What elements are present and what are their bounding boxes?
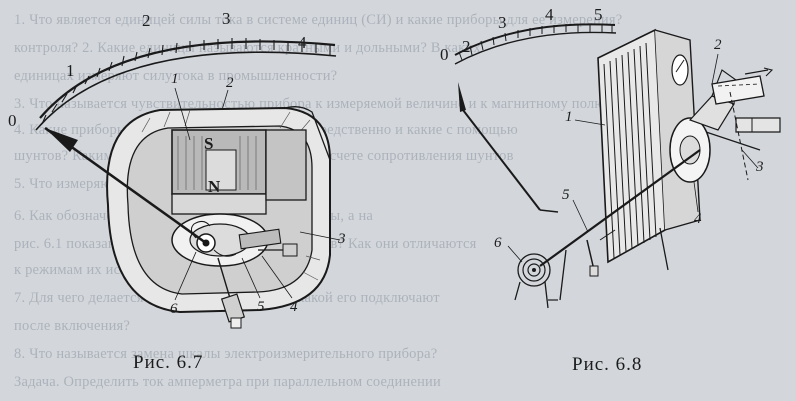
part-label-6-b: 6 [494, 235, 502, 251]
part-leaders [174, 87, 341, 301]
spiral-spring [514, 253, 558, 309]
pointer-needle [44, 126, 207, 245]
figure-6-7-caption: Рис. 6.7 [133, 352, 204, 373]
scale-mark-4: 4 [298, 33, 307, 52]
scale-arc [35, 38, 337, 131]
part-label-1: 1 [171, 71, 179, 87]
scale-mark-3-b: 3 [498, 13, 507, 32]
pole-pieces [171, 129, 307, 215]
scale-mark-3: 3 [222, 9, 231, 28]
scale-mark-0: 0 [8, 111, 17, 130]
scale-mark-4-b: 4 [545, 5, 554, 24]
part-label-2: 2 [226, 75, 234, 91]
part-label-5: 5 [257, 299, 265, 315]
part-leaders-2 [507, 53, 759, 263]
scale-mark-2-b: 2 [462, 37, 471, 56]
scale-mark-1: 1 [66, 61, 75, 80]
scale-mark-5-b: 5 [594, 5, 603, 24]
figure-6-8-caption: Рис. 6.8 [572, 354, 643, 375]
pole-label-s: S [204, 134, 214, 153]
part-label-1-b: 1 [565, 109, 573, 125]
part-label-2-b: 2 [714, 37, 722, 53]
scale-mark-0-b: 0 [440, 45, 449, 64]
moving-core [669, 69, 737, 183]
scale-arc-2 [454, 23, 617, 65]
part-label-5-b: 5 [562, 187, 570, 203]
background-line: единицах измеряют силу тока в промышленн… [14, 68, 338, 84]
background-line: после включения? [14, 318, 131, 334]
air-damper [705, 67, 781, 181]
pointer-needle-2 [458, 82, 559, 213]
terminals [217, 243, 298, 329]
background-line: 8. Что называется замена шкалы электроиз… [14, 346, 438, 362]
part-label-4: 4 [290, 299, 298, 315]
background-line: контроля? 2. Какие единицы называются кр… [14, 40, 481, 56]
part-label-6: 6 [170, 301, 178, 317]
axle [539, 149, 701, 301]
background-line: Задача. Определить ток амперметра при па… [14, 374, 441, 390]
background-line: 1. Что является единицей силы тока в сис… [14, 12, 623, 28]
part-label-3-b: 3 [756, 159, 764, 175]
part-label-4-b: 4 [694, 211, 702, 227]
part-label-3: 3 [338, 231, 346, 247]
scale-mark-2: 2 [142, 11, 151, 30]
pole-label-n: N [208, 177, 221, 196]
